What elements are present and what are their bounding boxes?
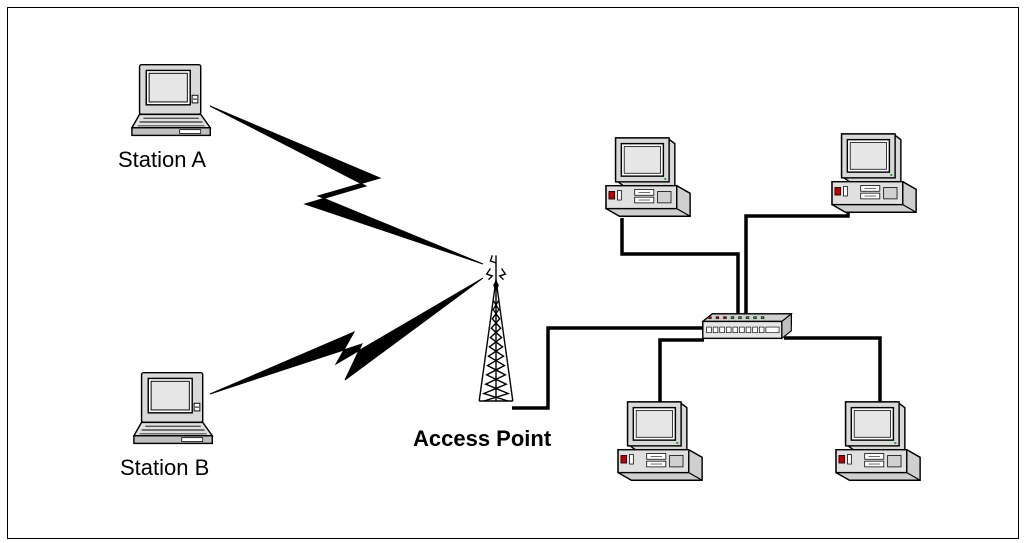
station-a-label: Station A — [118, 147, 206, 172]
wireless-link-station-b — [209, 277, 484, 395]
desktop-computer-icon — [831, 133, 917, 213]
wire-hub-to-desktop-bottom-right — [784, 336, 882, 402]
access-point-label: Access Point — [413, 426, 552, 451]
wire-hub-to-desktop-bottom-left — [658, 338, 704, 422]
station-b-label: Station B — [120, 455, 209, 480]
desktop-bottom-left — [617, 401, 703, 481]
wire-ap-to-hub — [512, 326, 706, 410]
station-b: Station B — [120, 371, 213, 480]
desktop-top-left — [605, 137, 691, 217]
desktop-computer-icon — [835, 401, 921, 481]
desktop-computer-icon — [605, 137, 691, 217]
access-point: Access Point — [413, 254, 552, 451]
desktop-computer-icon — [617, 401, 703, 481]
network-hub-icon — [702, 313, 793, 340]
wire-hub-to-desktop-top-right — [744, 212, 850, 314]
laptop-icon — [131, 63, 211, 137]
antenna-tower-icon — [478, 254, 514, 402]
wire-hub-to-desktop-top-left — [620, 218, 740, 314]
desktop-top-right — [831, 133, 917, 213]
desktop-bottom-right — [835, 401, 921, 481]
network-hub — [702, 313, 793, 340]
wireless-link-station-a — [209, 105, 484, 265]
station-a: Station A — [118, 63, 211, 172]
laptop-icon — [133, 371, 213, 445]
